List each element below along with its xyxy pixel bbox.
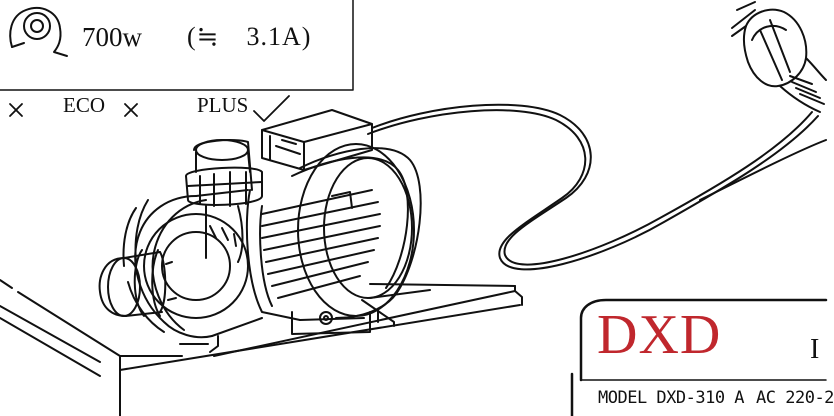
power-rating: 700w xyxy=(82,22,142,52)
mode-label-plus: PLUS xyxy=(197,93,249,117)
pump xyxy=(98,109,422,353)
platform xyxy=(0,279,523,416)
mode-marks xyxy=(9,95,290,122)
label-plate xyxy=(570,298,828,416)
power-cord xyxy=(367,103,827,271)
current-rating: (≒ 3.1A) xyxy=(187,22,312,51)
spec-box xyxy=(0,0,354,91)
brand-logo: DXD xyxy=(597,304,722,366)
motor-icon xyxy=(9,7,68,57)
cross-mark-2 xyxy=(124,103,138,117)
check-mark xyxy=(253,95,290,122)
plug-icon xyxy=(731,1,827,113)
cross-mark-1 xyxy=(9,103,23,117)
model-text: MODEL DXD-310 A xyxy=(598,388,745,408)
label-plate-cut-text: I xyxy=(810,334,820,365)
ac-text: AC 220-2 xyxy=(756,388,834,408)
mode-label-eco: ECO xyxy=(63,93,105,117)
model-line: MODEL DXD-310 A AC 220-2 xyxy=(598,390,834,407)
